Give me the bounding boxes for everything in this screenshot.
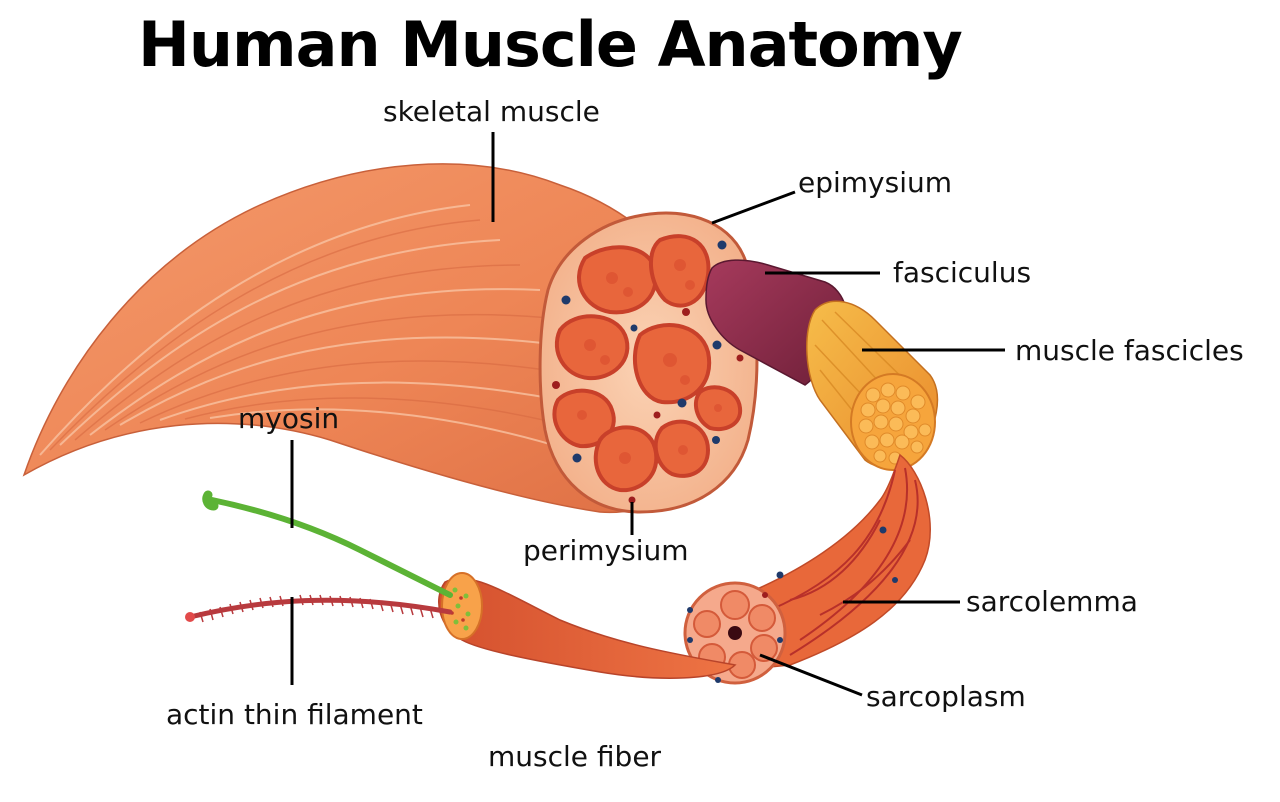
leader-lines [290, 132, 1005, 697]
muscle-fascicles-shape [806, 300, 939, 471]
myosin-filament [202, 490, 453, 598]
leader-sarcoplasm [759, 653, 863, 697]
fiber-cross-section [683, 581, 787, 685]
vessel-dots [552, 240, 744, 504]
label-fasciculus: fasciculus [893, 256, 1032, 289]
label-myosin: myosin [238, 402, 340, 435]
muscle-fiber-shape [437, 572, 737, 679]
label-actin-thin-filament: actin thin filament [166, 698, 423, 731]
fascicle-bundles [552, 234, 743, 493]
label-perimysium: perimysium [523, 534, 689, 567]
label-muscle-fascicles: muscle fascicles [1015, 334, 1244, 367]
leader-epimysium [711, 190, 796, 225]
muscle-cross-section [538, 211, 759, 514]
label-epimysium: epimysium [798, 166, 953, 199]
skeletal-muscle-shape [22, 163, 701, 514]
label-skeletal-muscle: skeletal muscle [383, 95, 600, 128]
actin-filament [185, 594, 453, 623]
diagram-title: Human Muscle Anatomy [138, 8, 963, 81]
label-muscle-fiber: muscle fiber [488, 740, 662, 773]
label-sarcolemma: sarcolemma [966, 585, 1138, 618]
label-sarcoplasm: sarcoplasm [866, 680, 1026, 713]
